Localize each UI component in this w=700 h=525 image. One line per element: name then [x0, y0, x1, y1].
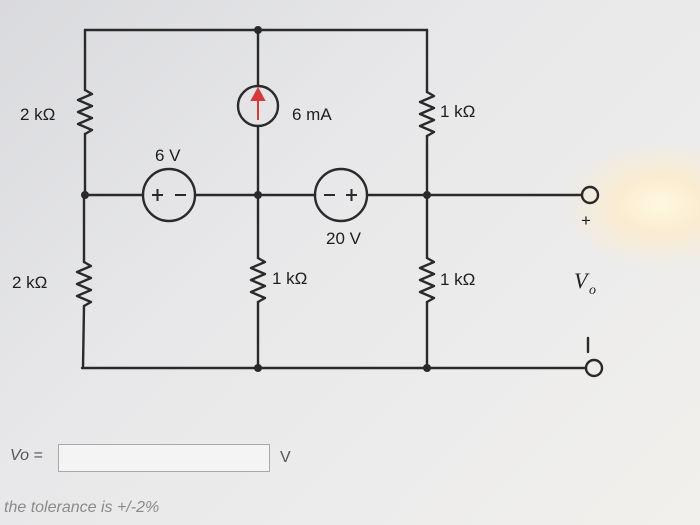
voltage-source-6v-circle — [141, 167, 197, 223]
label-r-bottom-left: 2 kΩ — [12, 273, 47, 292]
answer-input[interactable] — [58, 444, 270, 472]
label-r-top-right: 1 kΩ — [440, 102, 475, 121]
wire-left-lower2 — [81, 304, 86, 370]
label-r-top-left: 2 kΩ — [20, 105, 55, 124]
label-vo-sub: o — [589, 283, 596, 298]
resistor-bottom-mid — [249, 256, 267, 304]
unit-label: V — [280, 449, 291, 466]
label-plus: + — [581, 211, 591, 230]
resistor-bottom-left — [75, 260, 93, 308]
node-right-mid — [423, 191, 431, 199]
node-top-mid — [254, 26, 262, 34]
node-bottom-right — [423, 364, 431, 372]
tolerance-text: the tolerance is +/-2% — [4, 499, 160, 516]
answer-label: Vo = — [10, 447, 43, 464]
resistor-top-right — [418, 90, 436, 138]
label-vo-main: V — [574, 268, 590, 293]
node-left-mid — [81, 191, 89, 199]
current-arrow-head — [250, 86, 266, 101]
node-center — [254, 191, 262, 199]
label-current-source: 6 mA — [292, 105, 332, 124]
label-r-bottom-mid: 1 kΩ — [272, 269, 307, 288]
resistor-bottom-right — [418, 256, 436, 304]
node-bottom-mid — [254, 364, 262, 372]
label-20v: 20 V — [326, 229, 362, 248]
voltage-source-20v-circle — [313, 167, 369, 223]
terminal-top — [580, 185, 600, 205]
label-r-bottom-right: 1 kΩ — [440, 270, 475, 289]
terminal-bottom — [584, 358, 604, 378]
label-6v: 6 V — [155, 146, 181, 165]
resistor-top-left — [76, 88, 94, 136]
